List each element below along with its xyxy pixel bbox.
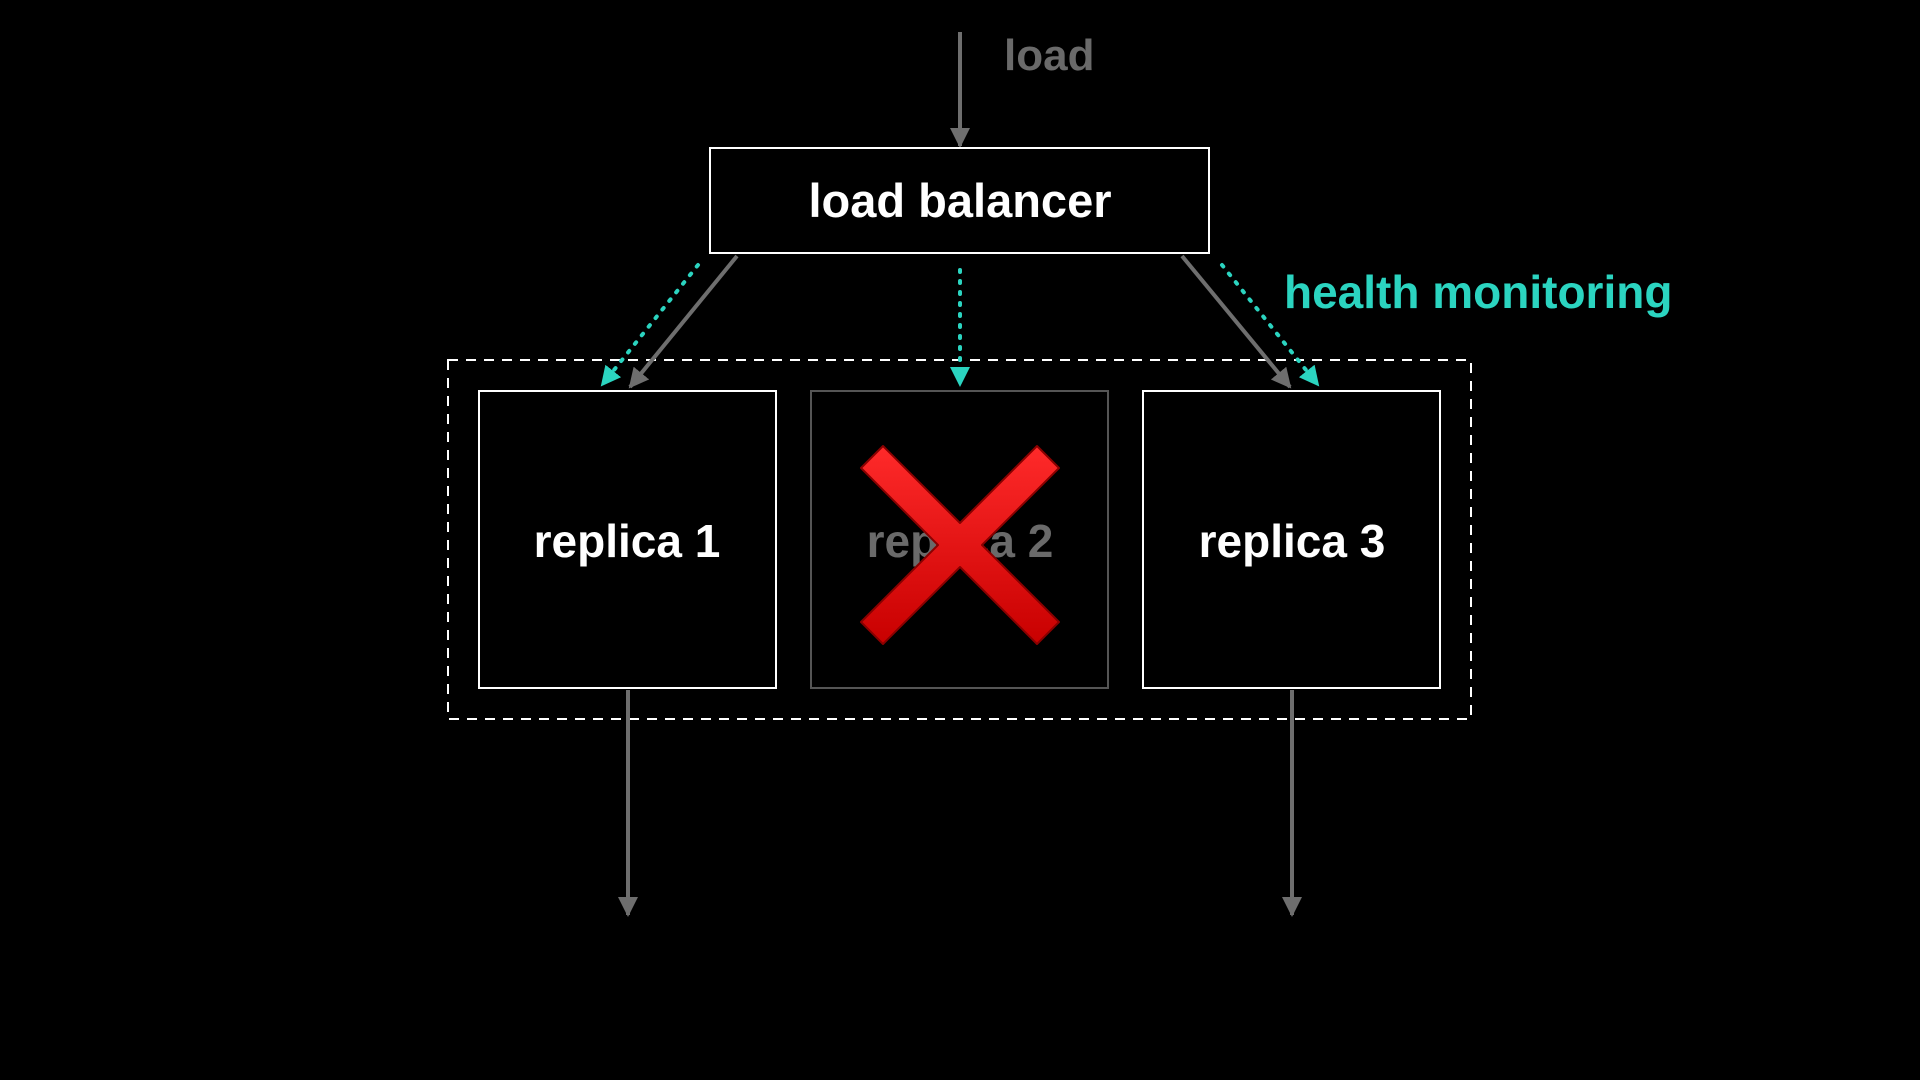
load-balancer-label: load balancer	[809, 174, 1112, 227]
health-check-replica-1-arrow	[600, 263, 700, 387]
lb-to-replica-1-arrow	[628, 254, 739, 389]
health-monitoring-label: health monitoring	[1284, 266, 1672, 318]
load-input-label: load	[1004, 31, 1094, 80]
replica-3-box	[1142, 390, 1441, 689]
replica-3-label: replica 3	[1199, 515, 1386, 567]
health-check-replica-3-arrow	[1220, 263, 1320, 387]
replica-1-box	[478, 390, 777, 689]
replica-1-label: replica 1	[534, 515, 721, 567]
lb-to-replica-3-arrow	[1180, 254, 1292, 389]
load-balancer-box	[709, 147, 1210, 254]
red-x-icon	[860, 445, 1060, 645]
